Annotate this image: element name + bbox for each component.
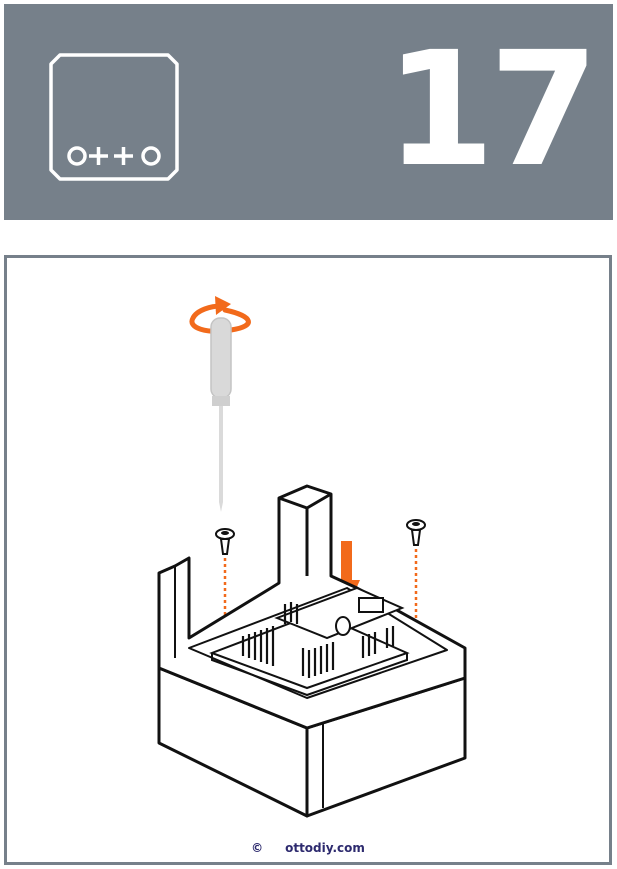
footer: © ottodiy.com [7, 841, 609, 855]
otto-logo-icon [48, 52, 180, 182]
screwdriver-icon [211, 318, 231, 512]
site-url[interactable]: ottodiy.com [285, 841, 365, 855]
step-header: 17 [4, 4, 613, 220]
instruction-panel: © ottodiy.com [4, 255, 612, 865]
step-number: 17 [385, 10, 593, 210]
copyright-symbol: © [251, 841, 263, 855]
assembly-illustration [7, 258, 609, 862]
